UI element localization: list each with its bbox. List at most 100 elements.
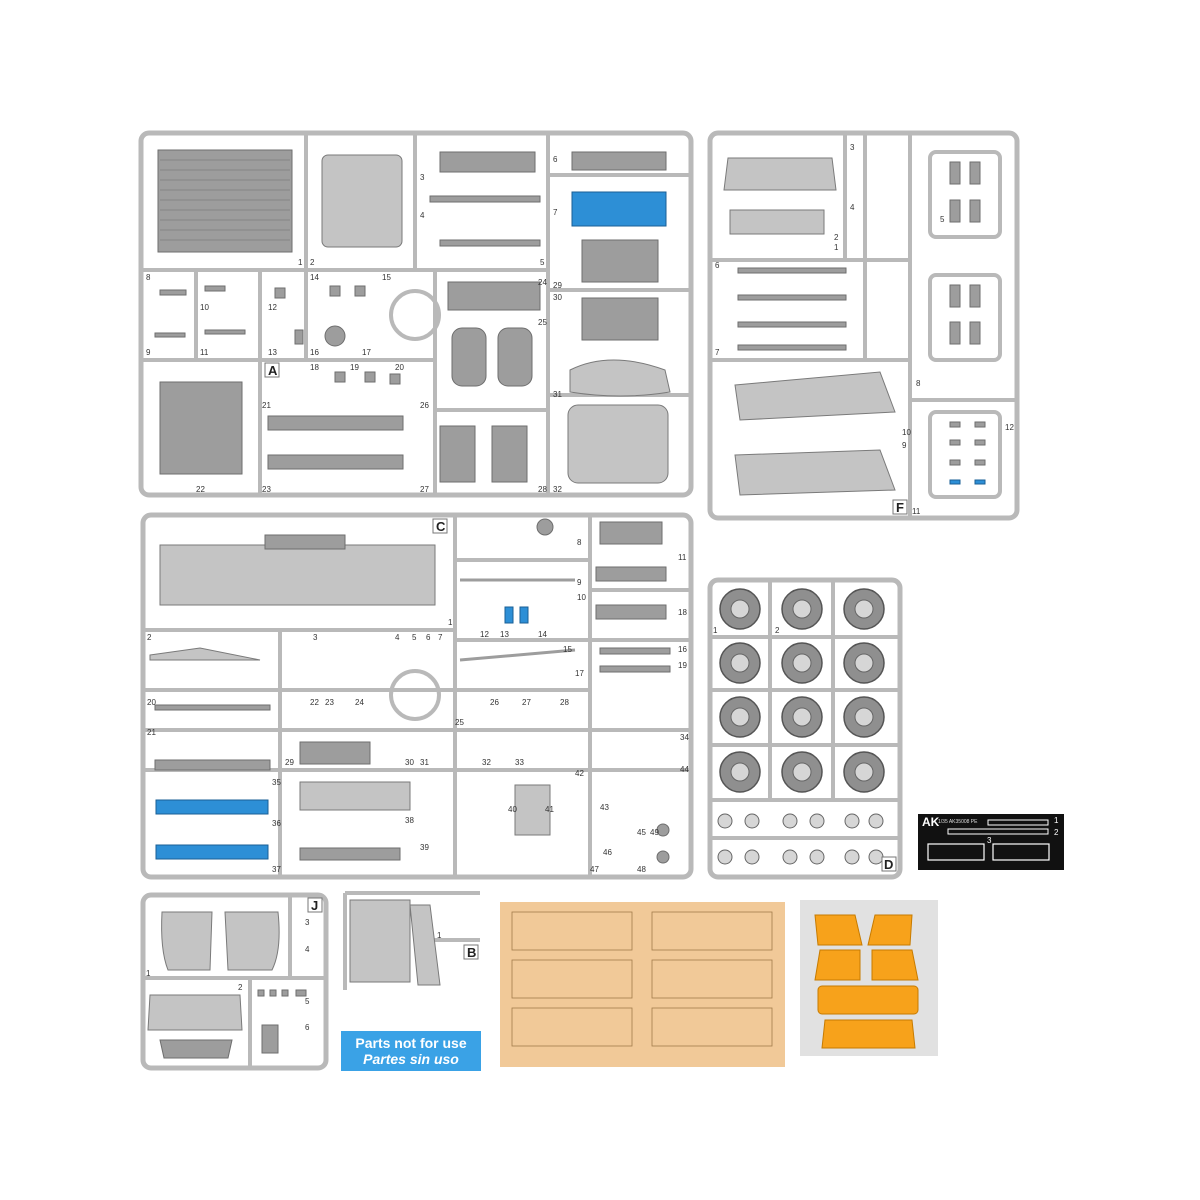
part-number: 2 [310,258,315,267]
part-number: 1 [713,626,718,635]
parts-not-for-use-note: Parts not for use Partes sin uso [341,1031,481,1071]
part-number: 45 [637,828,646,837]
part-number: 48 [637,865,646,874]
part-number: 35 [272,778,281,787]
sprue-a: A 1 2 3 4 5 6 7 8 9 10 11 12 13 14 15 16… [138,130,694,498]
sprue-letter-d: D [884,857,893,872]
part-number: 7 [553,208,558,217]
part-number: 5 [305,997,310,1006]
part-number: 10 [577,593,586,602]
part-number: 29 [553,281,562,290]
part-number: 1 [448,618,453,627]
part-number: 4 [395,633,400,642]
part-number: 21 [147,728,156,737]
part-number: 25 [538,318,547,327]
part-number: 5 [940,215,945,224]
part-number: 19 [678,661,687,670]
decal-sheet [500,902,785,1067]
part-number: 16 [310,348,319,357]
part-number: 36 [272,819,281,828]
part-number: 3 [313,633,318,642]
part-number: 8 [916,379,921,388]
part-number: 16 [678,645,687,654]
part-number: 28 [560,698,569,707]
sprue-j: J 1 2 3 4 5 6 [140,892,329,1071]
part-number: 44 [680,765,689,774]
part-number: 2 [775,626,780,635]
part-number: 34 [680,733,689,742]
part-number: 23 [262,485,271,494]
wheel-grid [717,588,885,865]
part-number: 30 [405,758,414,767]
part-number: 4 [850,203,855,212]
sprue-letter-c: C [436,519,446,534]
note-line-2: Partes sin uso [363,1051,459,1067]
part-number: 31 [420,758,429,767]
part-number: 11 [912,507,921,516]
part-number: 26 [490,698,499,707]
photoetch-brand: AK [922,815,940,829]
part-number: 5 [540,258,545,267]
sprue-letter-b: B [467,945,476,960]
part-number: 31 [553,390,562,399]
part-number: 18 [678,608,687,617]
part-number: 30 [553,293,562,302]
part-number: 3 [420,173,425,182]
part-number: 2 [147,633,152,642]
part-number: 37 [272,865,281,874]
part-number: 32 [553,485,562,494]
note-line-1: Parts not for use [355,1035,467,1051]
part-number: 5 [412,633,417,642]
part-number: 25 [455,718,464,727]
part-number: 15 [382,273,391,282]
part-number: 22 [310,698,319,707]
part-number: 39 [420,843,429,852]
part-number: 24 [538,278,547,287]
sprue-letter-j: J [311,898,318,913]
part-number: 9 [577,578,582,587]
part-number: 24 [355,698,364,707]
photoetch-number: 2 [1054,828,1059,837]
sprue-b: B 1 [343,891,480,990]
part-number: 3 [305,918,310,927]
part-number: 6 [553,155,558,164]
part-number: 28 [538,485,547,494]
part-number: 4 [305,945,310,954]
part-number: 17 [362,348,371,357]
part-number: 6 [715,261,720,270]
sprue-letter-a: A [268,363,278,378]
part-number: 20 [395,363,404,372]
part-number: 15 [563,645,572,654]
sprue-letter-f: F [896,500,904,515]
part-number: 11 [200,348,209,357]
sprue-d: D 1 2 [707,577,903,880]
part-number: 41 [545,805,554,814]
part-number: 13 [268,348,277,357]
photoetch-fret: AK 1/35 AK35008 PE 1 2 3 [918,814,1064,870]
part-number: 6 [305,1023,310,1032]
photoetch-code: 1/35 AK35008 PE [938,819,978,825]
part-number: 29 [285,758,294,767]
part-number: 12 [268,303,277,312]
part-number: 23 [325,698,334,707]
part-number: 1 [834,243,839,252]
part-number: 10 [902,428,911,437]
part-number: 46 [603,848,612,857]
part-number: 43 [600,803,609,812]
part-number: 22 [196,485,205,494]
part-number: 9 [902,441,907,450]
part-number: 2 [834,233,839,242]
photoetch-number: 1 [1054,816,1059,825]
part-number: 27 [522,698,531,707]
part-number: 19 [350,363,359,372]
part-number: 14 [538,630,547,639]
sprue-c: C 1 2 3 4 5 6 7 8 9 10 11 12 13 14 15 16… [140,512,694,880]
part-number: 7 [715,348,720,357]
part-number: 1 [437,931,442,940]
part-number: 40 [508,805,517,814]
photoetch-number: 3 [987,836,992,845]
part-number: 42 [575,769,584,778]
part-number: 13 [500,630,509,639]
part-number: 17 [575,669,584,678]
